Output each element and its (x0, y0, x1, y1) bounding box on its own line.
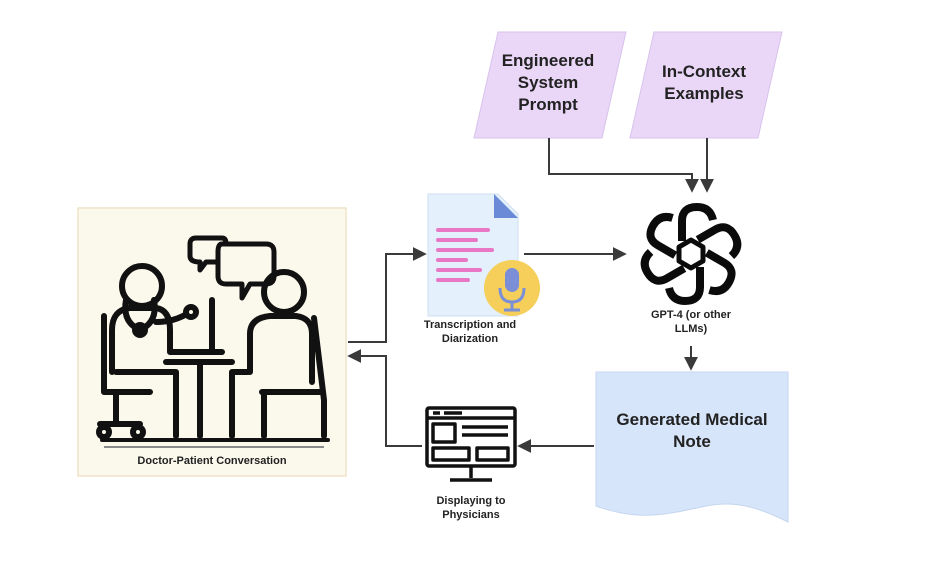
arrow-display-to-conversation (347, 349, 422, 447)
floor-dots (104, 446, 324, 448)
display-label: Displaying to Physicians (436, 495, 506, 521)
microphone-icon (484, 260, 540, 316)
medical-note-label: Generated Medical Note (616, 410, 768, 451)
conversation-label: Doctor-Patient Conversation (137, 455, 287, 467)
medical-note-shape (595, 371, 789, 523)
openai-logo-icon (639, 203, 742, 301)
in-context-label: In-Context Examples (661, 62, 747, 103)
arrow-prompt-to-llm (548, 138, 699, 193)
llm-label: GPT-4 (or other LLMs) (650, 309, 732, 335)
system-prompt-label: Engineered System Prompt (501, 51, 595, 114)
in-context-shape (629, 31, 783, 139)
doctor-patient-icon (96, 235, 330, 442)
monitor-icon (425, 406, 517, 482)
transcription-label: Transcription and Diarization (423, 319, 517, 345)
system-prompt-shape (473, 31, 627, 139)
arrow-conversation-to-transcription (348, 247, 427, 343)
